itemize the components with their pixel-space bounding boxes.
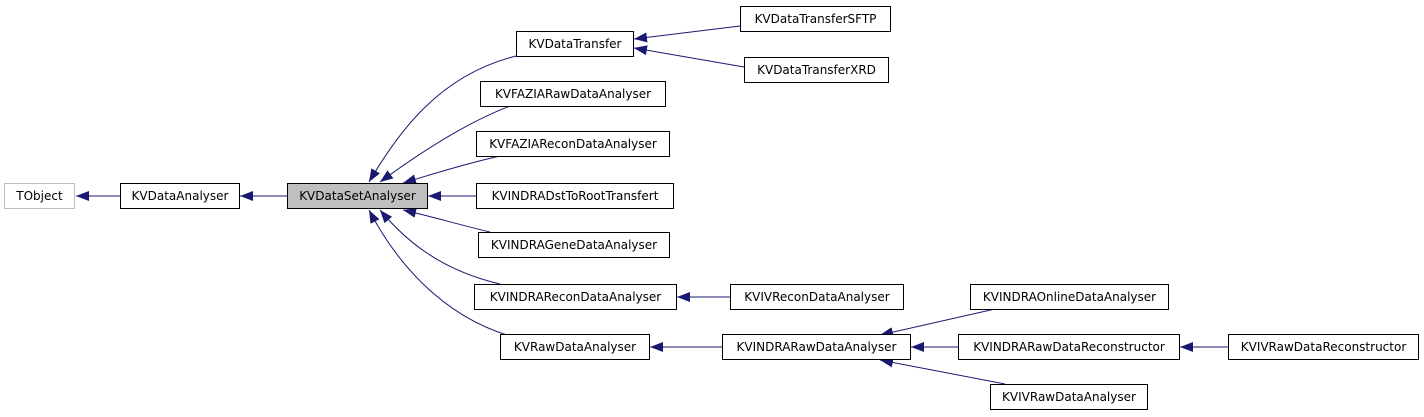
node-kvindraonlinedataanalyser[interactable]: KVINDRAOnlineDataAnalyser: [970, 284, 1169, 310]
edge-kvdatatransfer-kvdatasetanalyser: [368, 55, 517, 183]
node-tobject[interactable]: TObject: [4, 183, 75, 209]
node-kvivrawdataanalyser[interactable]: KVIVRawDataAnalyser: [990, 384, 1148, 410]
edge-kvindragenedataanalyser-kvdatasetanalyser: [402, 207, 491, 233]
edge-kvrawdataanalyser-kvdatasetanalyser: [368, 209, 511, 337]
edge-kvdatatransferxrd-kvdatatransfer: [633, 45, 745, 68]
node-kvdatatransfersftp[interactable]: KVDataTransferSFTP: [740, 6, 891, 32]
node-kvdatatransferxrd[interactable]: KVDataTransferXRD: [744, 57, 889, 83]
edge-kvindrarecondataanalyser-kvdatasetanalyser: [379, 209, 501, 285]
node-kvindradsttoroottransfert[interactable]: KVINDRADstToRootTransfert: [476, 183, 674, 209]
edge-kvdatatransfersftp-kvdatatransfer: [633, 25, 741, 43]
edge-kvfaziarawdataanalyser-kvdatasetanalyser: [379, 105, 511, 183]
node-kvindrarawdataanalyser[interactable]: KVINDRARawDataAnalyser: [722, 334, 911, 360]
node-kvivrawdatareconstructor[interactable]: KVIVRawDataReconstructor: [1228, 334, 1419, 360]
edge-kvfaziarecondataanalyser-kvdatasetanalyser: [402, 155, 501, 185]
node-kvdatasetanalyser: KVDataSetAnalyser: [287, 183, 428, 209]
node-kvivrecondataanalyser[interactable]: KVIVReconDataAnalyser: [730, 284, 904, 310]
node-kvrawdataanalyser[interactable]: KVRawDataAnalyser: [500, 334, 650, 360]
node-kvdatatransfer[interactable]: KVDataTransfer: [516, 31, 634, 57]
node-kvindrarecondataanalyser[interactable]: KVINDRAReconDataAnalyser: [474, 284, 677, 310]
node-kvindrarawdatareconstructor[interactable]: KVINDRARawDataReconstructor: [958, 334, 1180, 360]
node-kvindragenedataanalyser[interactable]: KVINDRAGeneDataAnalyser: [478, 232, 670, 258]
node-kvfaziarecondataanalyser[interactable]: KVFAZIAReconDataAnalyser: [476, 131, 670, 157]
node-kvfaziarawdataanalyser[interactable]: KVFAZIARawDataAnalyser: [480, 81, 666, 107]
edge-kvindraonlinedataanalyser-kvindrarawdataanalyser: [879, 308, 996, 338]
node-kvdataanalyser[interactable]: KVDataAnalyser: [120, 183, 240, 209]
edge-kvivrawdataanalyser-kvindrarawdataanalyser: [879, 357, 1006, 385]
